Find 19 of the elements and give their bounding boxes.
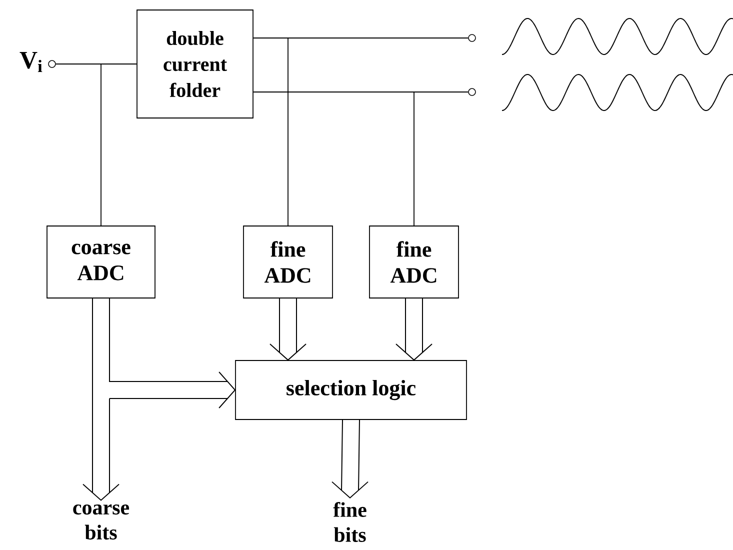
adc-box: fine ADC	[369, 226, 459, 298]
bus-arrow	[270, 298, 306, 361]
wire	[253, 38, 288, 226]
terminal-circle	[48, 60, 56, 68]
input-label: V$_{i}$	[20, 52, 42, 72]
terminal-circle	[468, 88, 476, 96]
output-label: fine bits	[333, 502, 366, 542]
folder-box: double current folder	[136, 10, 254, 118]
wire	[55, 64, 102, 226]
output-label: coarse bits	[73, 504, 130, 540]
terminal-circle	[468, 34, 476, 42]
bus-arrow	[109, 298, 236, 408]
logic-box: selection logic	[235, 360, 467, 420]
bus-arrow	[396, 298, 432, 361]
bus-arrow	[82, 298, 120, 501]
bus-arrow	[332, 419, 368, 498]
adc-box: coarse ADC	[46, 226, 156, 298]
adc-box: fine ADC	[243, 226, 333, 298]
wire	[253, 92, 414, 226]
